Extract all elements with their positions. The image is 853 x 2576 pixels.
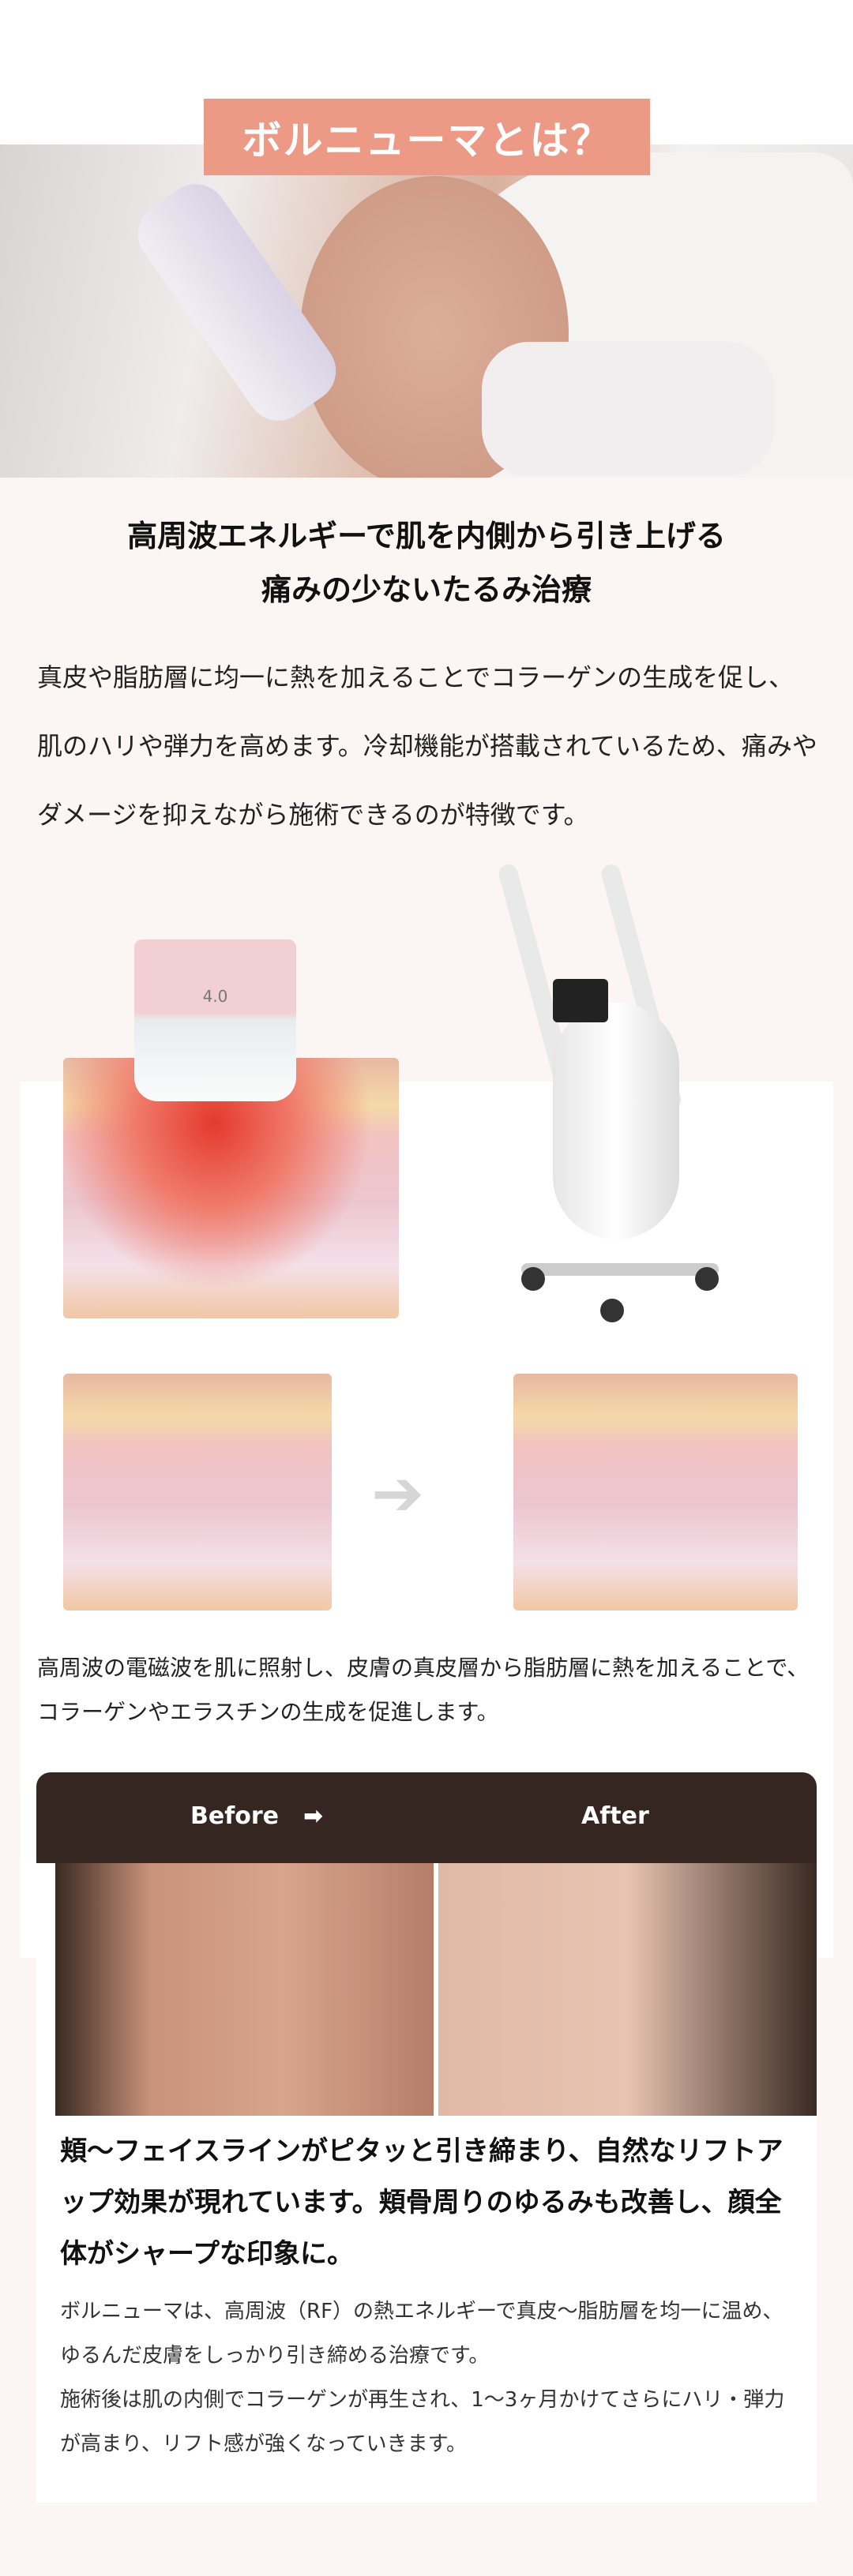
section-title-badge: ボルニューマとは？ — [204, 99, 650, 175]
before-after-card: Before ➡ After 頬〜フェイスラインがピタッと引き締まり、自然なリフ… — [36, 1772, 817, 2503]
wheel-icon — [600, 1299, 624, 1322]
machine-body — [553, 1003, 679, 1239]
intro-text: 真皮や脂肪層に均一に熱を加えることでコラーゲンの生成を促し、肌のハリや弾力を高め… — [37, 662, 817, 830]
diagram-caption: 高周波の電磁波を肌に照射し、皮膚の真皮層から脂肪層に熱を加えることで、コラーゲン… — [37, 1655, 810, 1725]
lifted-skin-illustration — [513, 1374, 798, 1610]
after-label: After — [581, 1802, 649, 1830]
heated-skin-illustration — [63, 1058, 399, 1318]
before-after-photos — [55, 1863, 817, 2116]
before-photo — [55, 1863, 434, 2116]
description-paragraph: ボルニューマは、高周波（RF）の熱エネルギーで真皮〜脂肪層を均一に温め、ゆるんだ… — [60, 2300, 783, 2368]
device-machine-image — [496, 861, 735, 1334]
heading-line: 痛みの少ないたるみ治療 — [261, 572, 592, 607]
before-label: Before — [190, 1802, 280, 1830]
glove-shape — [482, 342, 774, 476]
machine-base — [521, 1263, 719, 1276]
section-heading: 高周波エネルギーで肌を内側から引き上げる 痛みの少ないたるみ治療 — [0, 509, 853, 617]
wheel-icon — [695, 1267, 719, 1291]
before-after-header: Before ➡ After — [36, 1772, 817, 1863]
sagging-skin-illustration — [63, 1374, 332, 1610]
result-description: ボルニューマは、高周波（RF）の熱エネルギーで真皮〜脂肪層を均一に温め、ゆるんだ… — [60, 2289, 795, 2466]
arrow-right-icon: ➔ — [371, 1457, 425, 1530]
wheel-icon — [521, 1267, 545, 1291]
after-photo — [438, 1863, 817, 2116]
description-paragraph: 施術後は肌の内側でコラーゲンが再生され、1〜3ヶ月かけてさらにハリ・弾力が高まり… — [60, 2388, 785, 2456]
probe-label: 4.0 — [202, 987, 228, 1006]
rf-probe-illustration: 4.0 — [134, 939, 296, 1101]
heading-line: 高周波エネルギーで肌を内側から引き上げる — [127, 519, 726, 553]
result-heading: 頬〜フェイスラインがピタッと引き締まり、自然なリフトアップ効果が現れています。頬… — [60, 2135, 783, 2270]
arrow-right-icon: ➡ — [303, 1802, 324, 1830]
machine-screen — [553, 979, 608, 1022]
treatment-photo — [0, 144, 853, 478]
